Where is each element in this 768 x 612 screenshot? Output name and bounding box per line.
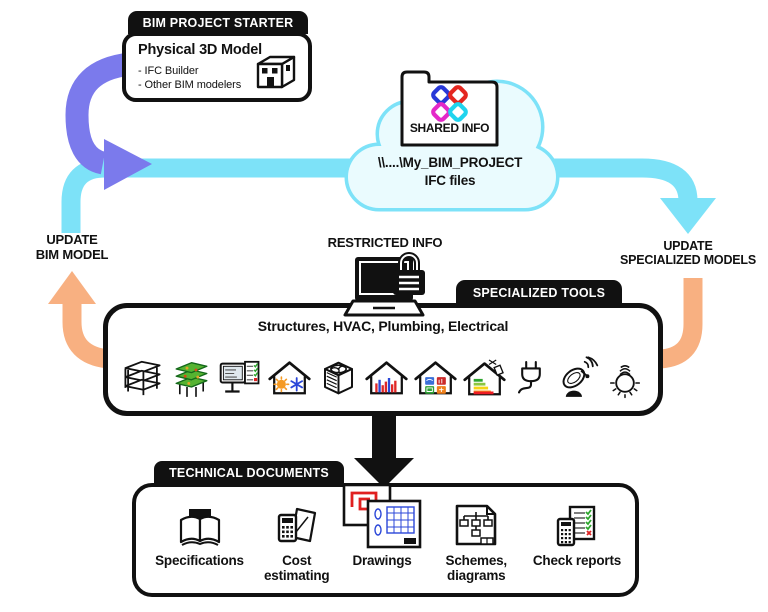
doc-item-schemes: Schemes, diagrams (432, 493, 521, 583)
doc-item-cost-estimating: Cost estimating (261, 493, 332, 583)
mep-systems-house-icon (414, 361, 457, 395)
doc-label: Drawings (352, 553, 412, 568)
tools-icon-row (120, 346, 646, 404)
hvac-house-icon (268, 361, 311, 395)
energy-rating-house-icon (463, 359, 506, 396)
shared-info-label: SHARED INFO (409, 121, 490, 135)
book-icon (179, 509, 220, 546)
ifc-logo-icon (431, 85, 468, 122)
building-3d-icon (256, 55, 296, 89)
technical-documents-tab: TECHNICAL DOCUMENTS (154, 461, 344, 485)
check-reports-icon (556, 505, 596, 547)
doc-label: Schemes, diagrams (445, 553, 508, 583)
light-bulb-icon (609, 365, 640, 399)
doc-item-drawings: Drawings (332, 483, 431, 569)
update-bim-model-label: UPDATE BIM MODEL (35, 232, 109, 262)
structural-analysis-model-icon (175, 362, 208, 397)
starter-bullet-1: - IFC Builder (138, 65, 199, 77)
specialized-tools-panel: Structures, HVAC, Plumbing, Electrical (103, 303, 663, 416)
model-checker-monitor-icon (219, 360, 260, 393)
share-path-label: \\....\My_BIM_PROJECT (377, 155, 523, 170)
documents-row: Specifications (138, 483, 633, 583)
doc-label: Cost estimating (263, 553, 330, 583)
doc-label: Check reports (532, 553, 622, 568)
starter-title: Physical 3D Model (138, 42, 262, 58)
restricted-info-label: RESTRICTED INFO (327, 235, 443, 250)
tools-subtitle: Structures, HVAC, Plumbing, Electrical (257, 318, 509, 334)
starter-panel: Physical 3D Model - IFC Builder - Other … (122, 32, 312, 102)
energy-analysis-house-icon (365, 361, 409, 395)
starter-bullet-2: - Other BIM modelers (138, 79, 242, 91)
technical-documents-tab-label: TECHNICAL DOCUMENTS (169, 466, 329, 480)
restricted-laptop-lock-icon (343, 252, 425, 317)
drawings-icon (342, 483, 422, 549)
technical-documents-panel: Specifications (132, 483, 639, 597)
satellite-dish-icon (562, 356, 599, 397)
tools-to-documents-arrow (354, 410, 414, 488)
specialized-tools-tab: SPECIALIZED TOOLS (456, 280, 622, 306)
power-plug-icon (518, 360, 541, 394)
starter-tab-label: BIM PROJECT STARTER (142, 15, 294, 30)
models-to-tools-arrow (658, 278, 703, 369)
structural-frame-icon (124, 360, 161, 396)
calculator-document-icon (277, 507, 316, 543)
doc-label: Specifications (155, 553, 244, 568)
doc-item-specifications: Specifications (138, 493, 261, 569)
specialized-tools-tab-label: SPECIALIZED TOOLS (472, 286, 606, 300)
starter-to-shared-arrow (65, 52, 152, 190)
starter-tab: BIM PROJECT STARTER (128, 11, 308, 34)
share-files-label: IFC files (424, 173, 476, 188)
tools-to-bim-arrow (48, 271, 110, 369)
update-specialized-models-label: UPDATE SPECIALIZED MODELS (620, 239, 756, 267)
air-conditioning-unit-icon (323, 361, 353, 395)
schemes-icon (455, 504, 497, 546)
doc-item-check-reports: Check reports (521, 493, 633, 569)
